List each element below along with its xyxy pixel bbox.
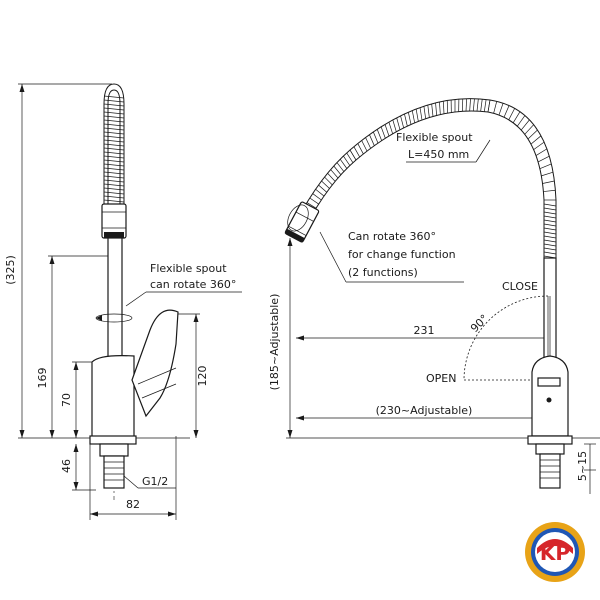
deck-thickness-label: 5~15 xyxy=(576,451,589,481)
front-view: (185~Adjustable) 231 (230~Adjustable) Ca… xyxy=(268,98,600,494)
side-note-line2: can rotate 360° xyxy=(150,278,236,291)
spout-note-line1: Flexible spout xyxy=(396,131,473,144)
logo-text: KP xyxy=(540,541,570,565)
spout-note-line2: L=450 mm xyxy=(408,148,469,161)
side-note-line1: Flexible spout xyxy=(150,262,227,275)
dim-base-width: 82 xyxy=(126,498,140,511)
adjustable-height-label: (185~Adjustable) xyxy=(268,294,281,391)
angle-label: 90° xyxy=(468,312,491,335)
thread-label: G1/2 xyxy=(142,475,168,488)
head-note-line2: for change function xyxy=(348,248,456,261)
reach-label: 231 xyxy=(414,324,435,337)
side-view: (325) 169 70 120 46 82 xyxy=(4,83,242,520)
open-label: OPEN xyxy=(426,372,456,385)
side-hose-ribs xyxy=(103,95,125,203)
dim-shank-length: 46 xyxy=(60,459,73,473)
dim-overall-height: (325) xyxy=(4,255,17,285)
dim-spout-base-height: 169 xyxy=(36,368,49,389)
brand-logo: KP xyxy=(525,522,585,582)
head-note-line1: Can rotate 360° xyxy=(348,230,436,243)
adjustable-reach-label: (230~Adjustable) xyxy=(376,404,473,417)
head-note-line3: (2 functions) xyxy=(348,266,418,279)
close-label: CLOSE xyxy=(502,280,538,293)
dim-body-height: 70 xyxy=(60,393,73,407)
dim-handle-height: 120 xyxy=(196,366,209,387)
